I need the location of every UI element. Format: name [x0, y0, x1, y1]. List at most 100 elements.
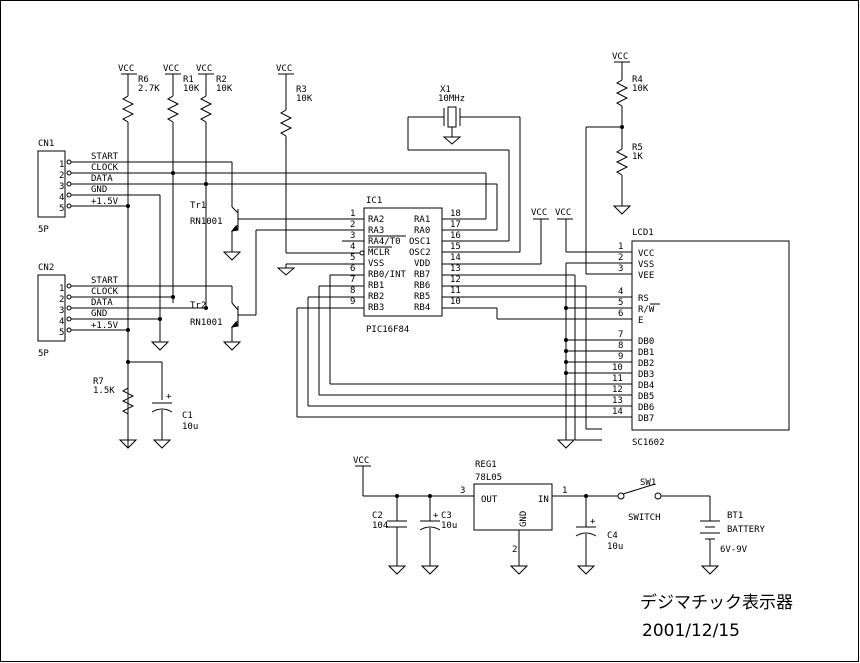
- cn2-type: 5P: [38, 349, 49, 359]
- vdd-net: VCC VCC: [464, 208, 602, 265]
- cn1-pin: 3: [59, 182, 64, 192]
- c4-value: 10u: [607, 542, 623, 552]
- lcd-pin-num: 7: [618, 330, 623, 340]
- r6-symbol: [121, 95, 135, 123]
- ic1-pin-name: OSC1: [409, 237, 431, 247]
- vcc-label: VCC: [163, 64, 179, 74]
- lcd-pin-name: VEE: [638, 271, 654, 281]
- vcc-label: VCC: [612, 52, 628, 62]
- ic1-pin-num: 3: [350, 231, 355, 241]
- ic1-pin-name: RB6: [414, 281, 430, 291]
- r1-symbol: [166, 95, 180, 123]
- r6-ref: R6: [138, 75, 149, 85]
- vcc-label: VCC: [555, 208, 571, 218]
- lcd-pin-name: DB4: [638, 381, 654, 391]
- cn1-pin: 2: [59, 171, 64, 181]
- lcd-pin-name: R/W: [638, 305, 655, 315]
- bt1-ref: BT1: [727, 511, 743, 521]
- r7-ref: R7: [93, 377, 104, 387]
- connector-cn1: CN1 5P 1 2 3 4 5 START CLOCK DATA GND +1…: [37, 139, 498, 235]
- vcc-label: VCC: [196, 64, 212, 74]
- cn1-pin: 1: [59, 160, 64, 170]
- cn2-signal: DATA: [91, 298, 113, 308]
- lcd-pin-num: 2: [618, 253, 623, 263]
- crystal-x1: X1 10MHz: [407, 85, 521, 253]
- c3-plus: +: [433, 511, 439, 521]
- data-bus: [296, 274, 602, 441]
- r4-ref: R4: [632, 75, 643, 85]
- ic1-ref: IC1: [366, 196, 382, 206]
- ic1-pin-name: OSC2: [409, 248, 431, 258]
- cn1-ref: CN1: [38, 139, 54, 149]
- reg-in-label: IN: [538, 495, 549, 505]
- ic1-pin-name: RB0/INT: [368, 270, 407, 280]
- drawing-title: デジマチック表示器: [640, 592, 793, 613]
- cn2-pin: 3: [59, 306, 64, 316]
- ic1-pin-num: 14: [450, 253, 461, 263]
- c4-ref: C4: [607, 531, 618, 541]
- cn1-pin: 4: [59, 193, 64, 203]
- lcd-pin-num: 6: [618, 309, 623, 319]
- cn1-signal: +1.5V: [91, 197, 119, 207]
- cn2-signal: +1.5V: [91, 321, 119, 331]
- lcd-pin-name: DB6: [638, 403, 654, 413]
- cn2-pin: 5: [59, 328, 64, 338]
- r3-symbol: [279, 109, 293, 137]
- reg-gnd-label: GND: [519, 511, 529, 527]
- ic1-pin-num: 9: [350, 297, 355, 307]
- c2-value: 104: [372, 521, 388, 531]
- lcd-pin-name: VSS: [638, 260, 654, 270]
- c2-ref: C2: [372, 511, 383, 521]
- reg-pin-out: 3: [460, 486, 465, 496]
- cn1-signal: GND: [91, 185, 107, 195]
- reg-part: 78L05: [475, 473, 502, 483]
- cn1-signal: CLOCK: [91, 163, 119, 173]
- ic1-pin-num: 12: [450, 275, 461, 285]
- ic1-pin-num: 15: [450, 242, 461, 252]
- c1-plus: +: [166, 392, 172, 402]
- transistor-tr2: Tr2 RN1001: [190, 229, 352, 351]
- ic1-pin-num: 2: [350, 220, 355, 230]
- vcc-label: VCC: [531, 208, 547, 218]
- r1-ref: R1: [183, 75, 194, 85]
- vcc-label: VCC: [118, 64, 134, 74]
- lcd-pin-name: RS: [638, 294, 649, 304]
- drawing-date: 2001/12/15: [642, 621, 740, 641]
- r1-value: 10K: [183, 84, 200, 94]
- ic1-pin-name: RB5: [414, 292, 430, 302]
- transistor-tr1: Tr1 RN1001: [190, 198, 352, 261]
- ic1-pin-num: 13: [450, 264, 461, 274]
- ic1-pin-name: RA3: [368, 226, 384, 236]
- ic1-part: PIC16F84: [366, 325, 409, 335]
- cn2-pin: 2: [59, 295, 64, 305]
- lcd-pin-num: 8: [618, 341, 623, 351]
- lcd-pin-name: DB2: [638, 359, 654, 369]
- power-supply: VCC 3 C2 104 + C3 10u REG1 78L05 OUT IN …: [353, 456, 766, 575]
- lcd-pin-num: 12: [612, 385, 623, 395]
- cn2-signal: GND: [91, 309, 107, 319]
- lcd-gnd-bus: [556, 262, 602, 449]
- ic1-pin-num: 4: [350, 242, 355, 252]
- lcd-pin-name: DB1: [638, 348, 654, 358]
- lcd-pin-num: 11: [612, 374, 623, 384]
- r4-symbol: [615, 79, 629, 107]
- lcd-pin-name: VCC: [638, 249, 654, 259]
- ic1-pin-name: RB7: [414, 270, 430, 280]
- r4-value: 10K: [632, 84, 649, 94]
- lcd-pin-num: 13: [612, 396, 623, 406]
- lcd-pin-num: 1: [618, 242, 623, 252]
- ic1-pin-name: RA0: [414, 226, 430, 236]
- tr1-value: RN1001: [190, 217, 223, 227]
- ic1-pin-name: RA4/T0: [368, 237, 401, 247]
- ic1-pin-name: RA2: [368, 215, 384, 225]
- lcd-pin-num: 5: [618, 298, 623, 308]
- ic1-pin-num: 10: [450, 297, 461, 307]
- ic1-pin-num: 11: [450, 286, 461, 296]
- c4-plus: +: [590, 517, 596, 527]
- ic1-pin-num: 8: [350, 286, 355, 296]
- vcc-label: VCC: [353, 456, 369, 466]
- x1-ref: X1: [440, 85, 451, 95]
- r7-c1-group: R7 1.5K + C1 10u: [93, 360, 198, 449]
